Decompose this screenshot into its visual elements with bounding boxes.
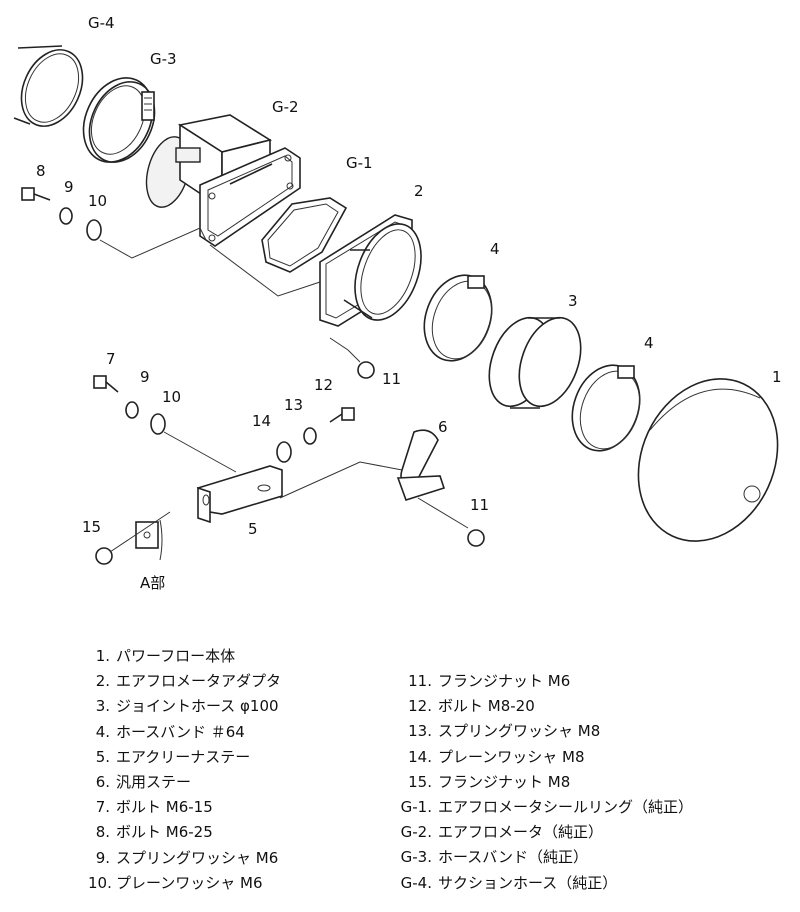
part-number: 2. [95,672,110,691]
parts-list-item: G-3. ホースバンド（純正） [396,845,693,870]
callout-10a: 10 [88,192,108,210]
part-number: G-3. [400,848,432,867]
parts-list-item: 7. ボルト M6-15 [88,795,281,820]
callout-8: 8 [36,162,46,180]
part-name: ボルト M8-20 [438,697,535,716]
part-name: プレーンワッシャ M6 [116,873,263,892]
part-number: 7. [95,798,110,817]
parts-list-item: 2. エアフロメータアダプタ [88,669,281,694]
parts-list-item: G-1. エアフロメータシールリング（純正） [396,795,693,820]
part-name: サクションホース（純正） [438,873,618,892]
parts-list-left: 1. パワーフロー本体 2. エアフロメータアダプタ 3. ジョイントホース φ100 4.… [88,644,281,896]
part-name: ボルト M6-15 [116,798,213,817]
parts-list-item: 1. パワーフロー本体 [88,644,281,669]
part-number: 6. [95,772,110,791]
hose-band-original-drawing [82,77,156,163]
part-number: 12. [408,697,432,716]
part-number: G-2. [400,823,432,842]
part-number: G-1. [400,797,432,816]
part-number: 14. [408,747,432,766]
callout-12: 12 [314,376,334,394]
part-number: G-4. [400,873,432,892]
part-name: 汎用ステー [116,772,192,791]
leader-lines [99,227,469,553]
part-name: スプリングワッシャ M6 [116,848,279,867]
part-name: パワーフロー本体 [116,647,236,665]
exploded-parts-diagram [13,45,779,565]
part-number: 4. [95,722,110,741]
part-number: 8. [95,823,110,842]
callout-14: 14 [252,412,272,430]
parts-list-item: 5. エアクリーナステー [88,745,281,770]
part-number: 3. [95,697,110,716]
part-name: エアフロメータシールリング（純正） [438,797,694,816]
part-name: プレーンワッシャ M8 [438,747,585,766]
part-number: 10. [88,873,112,892]
adapter-drawing [319,214,422,327]
parts-list-item: 3. ジョイントホース φ100 [88,694,281,719]
part-name: エアフロメータ（純正） [438,823,604,842]
part-name: エアフロメータアダプタ [116,672,282,691]
hose-band-b-drawing [571,364,641,452]
part-name: スプリングワッシャ M8 [438,722,601,741]
parts-list-item: 4. ホースバンド ＃64 [88,720,281,745]
small-hardware-drawing [21,187,485,565]
callout-5: 5 [248,520,258,538]
part-name: ホースバンド ＃64 [116,722,245,741]
part-number: 9. [95,848,110,867]
part-name: ボルト M6-25 [116,823,213,842]
callout-g1: G-1 [346,154,373,172]
part-number: 5. [95,747,110,766]
parts-list-item: 8. ボルト M6-25 [88,820,281,845]
detail-a-label: A部 [140,574,166,592]
parts-list-item: 13. スプリングワッシャ M8 [396,719,693,744]
callout-g4: G-4 [88,14,115,32]
parts-list-item: 9. スプリングワッシャ M6 [88,846,281,871]
hose-band-a-drawing [423,274,493,362]
callout-10b: 10 [162,388,182,406]
callout-g3: G-3 [150,50,177,68]
part-number: 15. [408,772,432,791]
universal-stay-drawing [396,429,446,501]
parts-list-item: 14. プレーンワッシャ M8 [396,745,693,770]
parts-list-item: 10.プレーンワッシャ M6 [88,871,281,896]
callout-1: 1 [772,368,782,386]
callout-9b: 9 [140,368,150,386]
parts-list-item: G-2. エアフロメータ（純正） [396,820,693,845]
callout-4b: 4 [644,334,654,352]
part-name: ジョイントホース φ100 [116,697,279,716]
callout-4a: 4 [490,240,500,258]
part-name: フランジナット M8 [438,772,571,791]
callout-11b: 11 [470,496,490,514]
parts-list-item: 6. 汎用ステー [88,770,281,795]
callout-15: 15 [82,518,102,536]
seal-ring-drawing [261,197,348,273]
callout-7: 7 [106,350,116,368]
part-name: ホースバンド（純正） [438,848,589,867]
parts-list-item: 15. フランジナット M8 [396,770,693,795]
callout-g2: G-2 [272,98,299,116]
callout-2: 2 [414,182,424,200]
callout-13: 13 [284,396,304,414]
cleaner-stay-drawing [196,465,283,524]
part-name: エアクリーナステー [116,747,251,766]
power-flow-body-drawing [637,378,779,542]
parts-list-item: 11. フランジナット M6 [396,669,693,694]
air-flow-meter-drawing [145,114,301,247]
callout-9a: 9 [64,178,74,196]
parts-list-item: G-4. サクションホース（純正） [396,871,693,896]
callout-3: 3 [568,292,578,310]
suction-hose-drawing [13,45,84,127]
part-number: 1. [95,647,110,665]
parts-list-right: 11. フランジナット M6 12. ボルト M8-20 13. スプリングワッシャ M8… [396,669,693,896]
part-name: フランジナット M6 [438,672,571,690]
part-number: 11. [408,672,432,690]
callout-11a: 11 [382,370,402,388]
joint-hose-drawing [488,316,582,409]
part-number: 13. [408,722,432,741]
parts-list-item: 12. ボルト M8-20 [396,694,693,719]
callout-6: 6 [438,418,448,436]
